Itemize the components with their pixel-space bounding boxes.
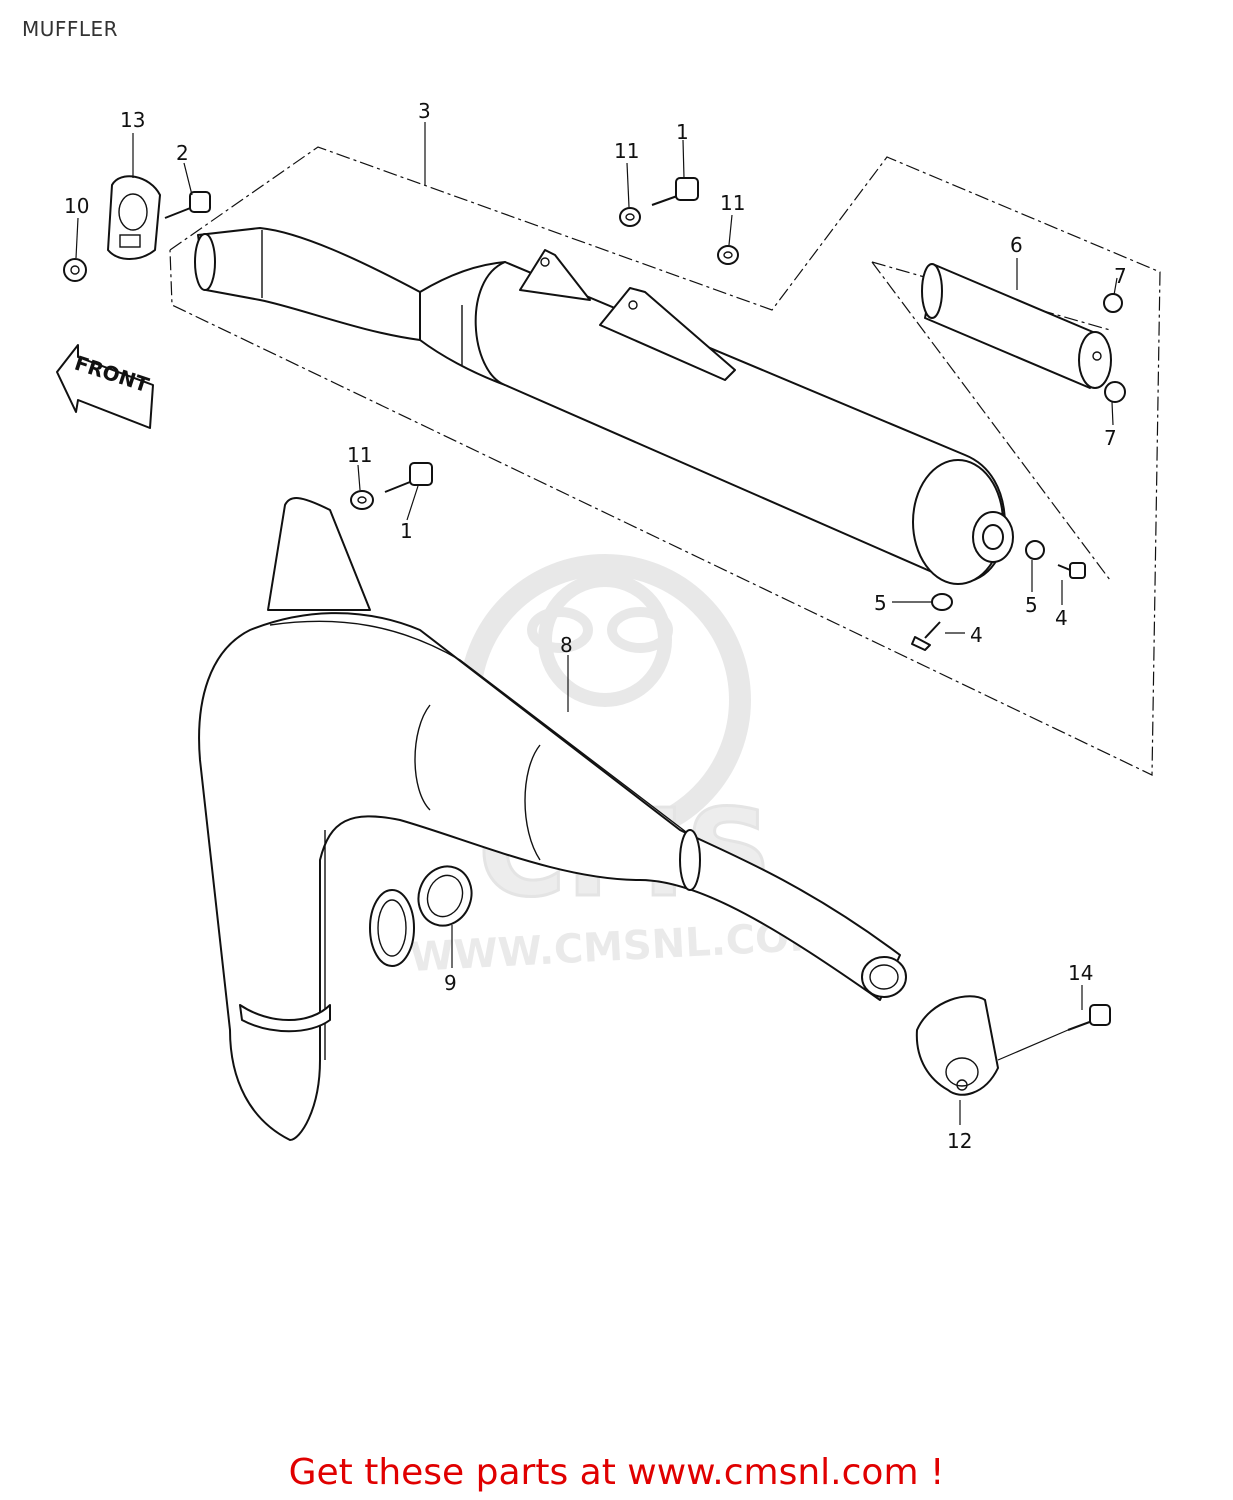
washer-icon-5a — [1025, 540, 1045, 560]
callout-14: 14 — [1068, 961, 1093, 985]
bolt-icon-1-top — [651, 177, 699, 206]
bolt-icon-14 — [1067, 1004, 1111, 1031]
expansion-chamber-part-8 — [198, 497, 907, 1141]
washer-icon-11b — [717, 245, 739, 265]
callout-1-mid: 1 — [400, 519, 413, 543]
callout-4a: 4 — [970, 623, 983, 647]
callout-5a: 5 — [874, 591, 887, 615]
callout-6: 6 — [1010, 233, 1023, 257]
washer-icon-11c — [350, 490, 374, 510]
silencer-part-3 — [194, 227, 1014, 585]
callout-11b: 11 — [720, 191, 745, 215]
bolt-icon-1-mid — [384, 462, 433, 493]
callout-labels: 13 2 10 3 11 1 11 6 7 7 11 1 8 5 4 5 4 9… — [64, 99, 1127, 1153]
callout-9: 9 — [444, 971, 457, 995]
callout-3: 3 — [418, 99, 431, 123]
callout-7b: 7 — [1104, 426, 1117, 450]
bolt-icon-4a — [1057, 562, 1086, 579]
gasket-part-9 — [417, 865, 473, 927]
footer-parts-link[interactable]: Get these parts at www.cmsnl.com ! — [288, 1452, 945, 1493]
nut-icon-7b — [1104, 381, 1126, 403]
washer-icon-11a — [619, 207, 641, 227]
callout-5b: 5 — [1025, 593, 1038, 617]
callout-11c: 11 — [347, 443, 372, 467]
hardware — [63, 177, 1126, 1031]
callout-10: 10 — [64, 194, 89, 218]
callout-7a: 7 — [1114, 264, 1127, 288]
callout-4b: 4 — [1055, 606, 1068, 630]
callout-12: 12 — [947, 1129, 972, 1153]
washer-icon-5b — [931, 593, 953, 611]
clamp-part-12 — [915, 995, 999, 1096]
leader-lines — [75, 122, 1118, 1125]
callout-1-top: 1 — [676, 120, 689, 144]
callout-2: 2 — [176, 141, 189, 165]
callout-13: 13 — [120, 108, 145, 132]
nut-icon-10 — [63, 258, 87, 282]
spark-arrestor-part-6 — [921, 263, 1112, 389]
nut-icon-7a — [1103, 293, 1123, 313]
clamp-part-13 — [107, 175, 161, 260]
bolt-icon-4b — [911, 621, 941, 651]
front-arrow-icon: FRONT — [56, 344, 154, 429]
page-title: MUFFLER — [22, 17, 119, 41]
assembly-boundary — [169, 146, 1161, 776]
bolt-icon-2 — [164, 191, 211, 219]
callout-8: 8 — [560, 633, 573, 657]
callout-11a: 11 — [614, 139, 639, 163]
